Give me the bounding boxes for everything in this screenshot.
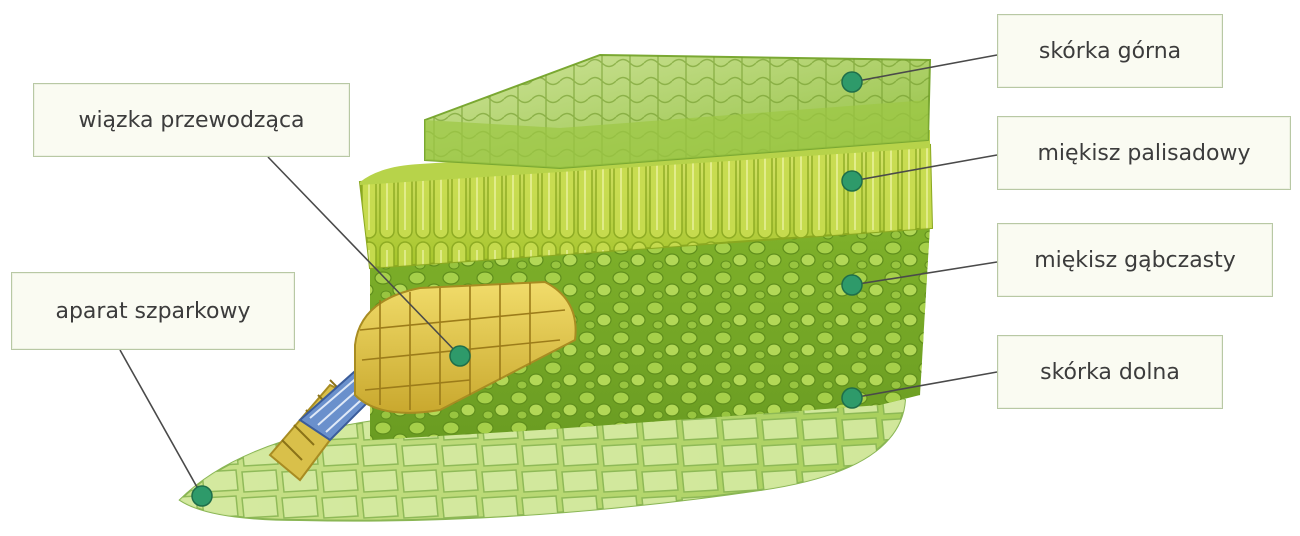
marker-miekisz-palisadowy — [842, 171, 862, 191]
label-skorka-gorna: skórka górna — [997, 14, 1223, 88]
label-aparat-szparkowy: aparat szparkowy — [11, 272, 295, 350]
marker-miekisz-gabczasty — [842, 275, 862, 295]
label-skorka-dolna: skórka dolna — [997, 335, 1223, 409]
label-wiazka-przewodzaca: wiązka przewodząca — [33, 83, 350, 157]
marker-aparat — [192, 486, 212, 506]
marker-skorka-dolna — [842, 388, 862, 408]
leader-line-aparat — [120, 350, 202, 496]
label-miekisz-gabczasty: miękisz gąbczasty — [997, 223, 1273, 297]
marker-wiazka — [450, 346, 470, 366]
label-miekisz-palisadowy: miękisz palisadowy — [997, 116, 1291, 190]
marker-skorka-gorna — [842, 72, 862, 92]
